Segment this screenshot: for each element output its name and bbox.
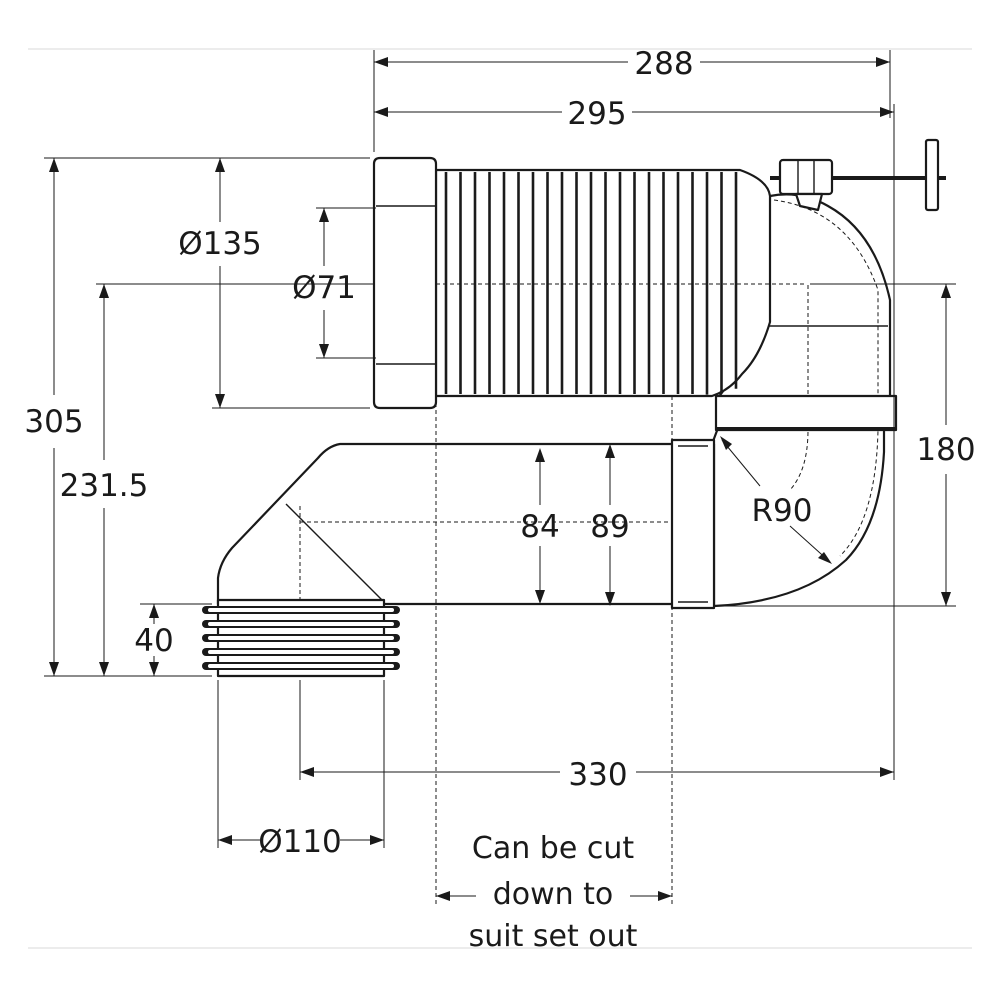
dim-89-label: 89 (590, 509, 629, 545)
dim-305-label: 305 (24, 404, 83, 440)
elbow-outer-dashed (773, 199, 879, 557)
outlet-fin-highlight (208, 622, 394, 626)
lower-tube-body (216, 442, 676, 606)
pan-connector-part (202, 138, 946, 678)
outlet-fin-highlight (208, 608, 394, 612)
dim-231-5-label: 231.5 (60, 468, 149, 504)
outlet-fin-highlight (208, 650, 394, 654)
cut-note-line-2: down to (493, 877, 614, 912)
dim-135-label: Ø135 (178, 226, 262, 262)
outlet-sealing-fins (202, 606, 400, 670)
dimension-labels: 288 295 305 231.5 Ø135 Ø71 180 84 89 R90… (24, 46, 975, 860)
elbow-inner-dashed (789, 285, 809, 491)
bracket-plate (924, 138, 940, 212)
cut-note-line-3: suit set out (469, 919, 638, 954)
dim-110-label: Ø110 (258, 824, 342, 860)
dim-40-label: 40 (134, 623, 173, 659)
outlet-fin-highlight (208, 636, 394, 640)
bracket-clamp (778, 158, 834, 196)
elbow-collar (714, 394, 898, 432)
dim-r90-label: R90 (752, 493, 813, 529)
pan-inlet-collar (372, 156, 438, 410)
dimension-lines (49, 57, 951, 901)
dim-288-label: 288 (634, 46, 693, 82)
dim-295-label: 295 (567, 96, 626, 132)
outlet-fin-highlight (208, 664, 394, 668)
dim-71-label: Ø71 (292, 270, 356, 306)
dim-180-label: 180 (916, 432, 975, 468)
sliding-socket (670, 438, 716, 610)
chamfer-fold-line (285, 503, 383, 601)
bracket-strap (794, 192, 824, 212)
dim-330-label: 330 (568, 757, 627, 793)
extension-lines (44, 50, 956, 904)
cut-note: Can be cut down to suit set out (469, 831, 638, 954)
flexible-corrugated-section (434, 168, 772, 398)
dim-84-label: 84 (520, 509, 559, 545)
cut-note-line-1: Can be cut (472, 831, 634, 866)
corrugation-ribs (444, 172, 738, 395)
fixing-bracket (770, 138, 946, 212)
